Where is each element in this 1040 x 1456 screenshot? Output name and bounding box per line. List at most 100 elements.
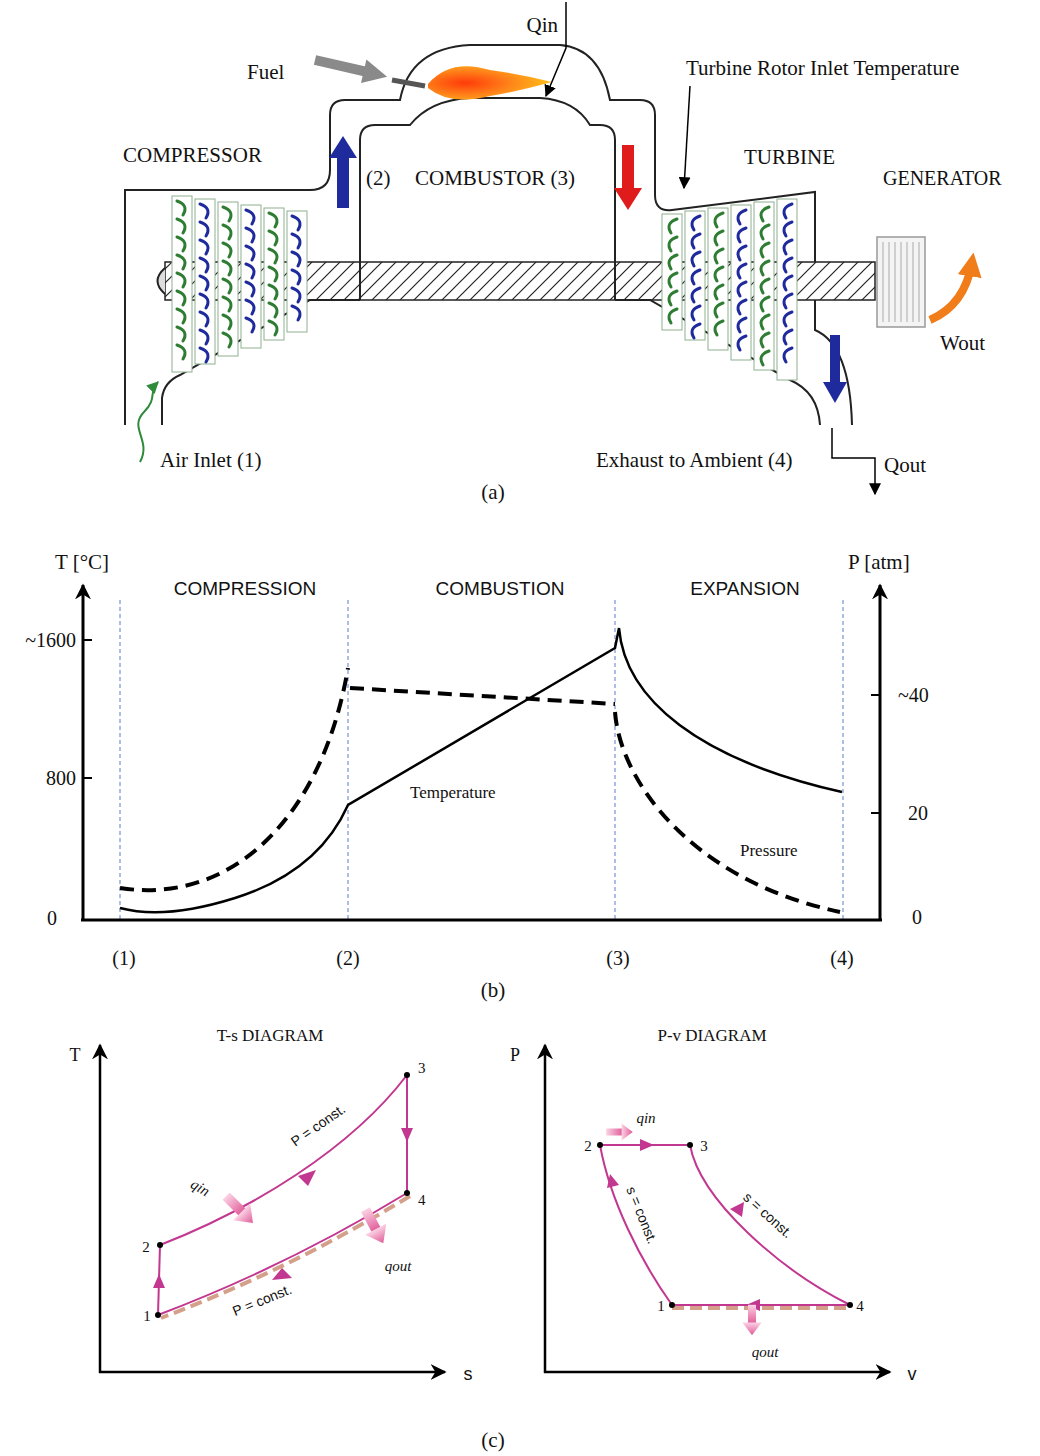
flow-arrow <box>329 136 357 158</box>
blade <box>269 213 277 227</box>
state-point <box>404 1072 410 1078</box>
heat-label: qin <box>636 1111 655 1126</box>
axis-title: T [°C] <box>55 552 109 573</box>
part-label: COMPRESSOR <box>123 145 262 166</box>
blade <box>738 246 746 260</box>
direction-arrow <box>153 1274 165 1288</box>
blade <box>223 261 231 275</box>
blade-rows <box>172 196 797 380</box>
blade <box>669 309 677 323</box>
state-point <box>669 1302 675 1308</box>
blade-row <box>195 199 215 364</box>
cycle-path <box>690 1145 850 1305</box>
blade <box>292 288 300 302</box>
blade <box>692 324 700 338</box>
grill-line <box>889 242 890 322</box>
blade <box>177 219 185 233</box>
axis-tick <box>83 777 92 779</box>
blade <box>761 333 769 347</box>
blade <box>738 264 746 278</box>
heat-label: qout <box>752 1345 779 1360</box>
blade <box>692 216 700 230</box>
axis-tick <box>83 639 92 641</box>
axis-tick-label: 800 <box>46 768 76 788</box>
chart-axis <box>99 1045 890 1373</box>
blade <box>761 225 769 239</box>
axis-tick-label: ~40 <box>898 685 929 705</box>
heat-arrow <box>233 1203 261 1231</box>
cycle-path <box>672 1304 850 1306</box>
state-number: 4 <box>856 1299 864 1314</box>
blade <box>715 321 723 335</box>
heat-rejection-line <box>672 1306 850 1310</box>
blade <box>269 303 277 317</box>
blade <box>246 210 254 224</box>
heat-arrow <box>622 1124 633 1141</box>
flow-arrow <box>622 145 634 191</box>
work-label: Wout <box>940 333 985 354</box>
chart-axis <box>99 1371 445 1374</box>
blade <box>692 288 700 302</box>
process-label: s = const. <box>741 1190 795 1241</box>
blade <box>223 207 231 221</box>
flow-arrow <box>329 136 847 403</box>
blade <box>269 231 277 245</box>
blade <box>669 219 677 233</box>
heat-label: Qout <box>884 455 926 476</box>
blade <box>269 285 277 299</box>
air-inlet-arrow <box>138 382 158 462</box>
blade <box>669 237 677 251</box>
blade <box>200 312 208 326</box>
heat-arrow <box>355 1204 394 1249</box>
chart-title: P-v DIAGRAM <box>657 1027 766 1044</box>
stage-divider <box>843 600 844 920</box>
blade <box>269 321 277 335</box>
combustor-liner <box>360 98 615 300</box>
state-number: 1 <box>143 1309 151 1324</box>
heat-label: qout <box>385 1259 412 1274</box>
stage-divider <box>120 600 843 920</box>
cycle-path <box>158 1075 850 1315</box>
blade <box>223 297 231 311</box>
axis-tick-label: 0 <box>912 907 922 927</box>
pressure-curve <box>120 668 840 912</box>
axis-title: P <box>510 1046 520 1064</box>
heat-arrow <box>365 1223 394 1248</box>
state-number: 2 <box>142 1240 150 1255</box>
axis-title: P [atm] <box>848 552 910 573</box>
blade <box>761 351 769 365</box>
blade <box>784 258 792 272</box>
blade <box>692 306 700 320</box>
blade <box>738 318 746 332</box>
blade <box>200 204 208 218</box>
blade <box>200 294 208 308</box>
direction-arrow <box>401 1128 413 1142</box>
direction-arrow <box>298 1170 316 1186</box>
heat-label: Qin <box>527 15 559 36</box>
flow-arrow <box>614 188 642 210</box>
blade-row <box>754 202 774 370</box>
heat-arrow <box>218 1124 762 1336</box>
axis-tick-label: ~1600 <box>25 630 76 650</box>
blade <box>738 300 746 314</box>
blade <box>177 291 185 305</box>
part-label: Exhaust to Ambient (4) <box>596 450 793 471</box>
part-label: GENERATOR <box>883 168 1002 188</box>
casing <box>125 45 815 425</box>
blade <box>784 240 792 254</box>
part-label: Fuel <box>247 62 284 83</box>
state-number: 3 <box>418 1061 426 1076</box>
blade <box>761 297 769 311</box>
chart-axis <box>81 919 882 922</box>
blade <box>761 261 769 275</box>
station-number: (2) <box>336 948 359 968</box>
blade <box>738 210 746 224</box>
blade <box>784 204 792 218</box>
blade <box>784 330 792 344</box>
blade-row <box>172 196 192 372</box>
fuel-arrow <box>312 48 390 88</box>
chart-axis <box>879 585 882 921</box>
state-number: 2 <box>584 1139 592 1154</box>
blade <box>692 270 700 284</box>
